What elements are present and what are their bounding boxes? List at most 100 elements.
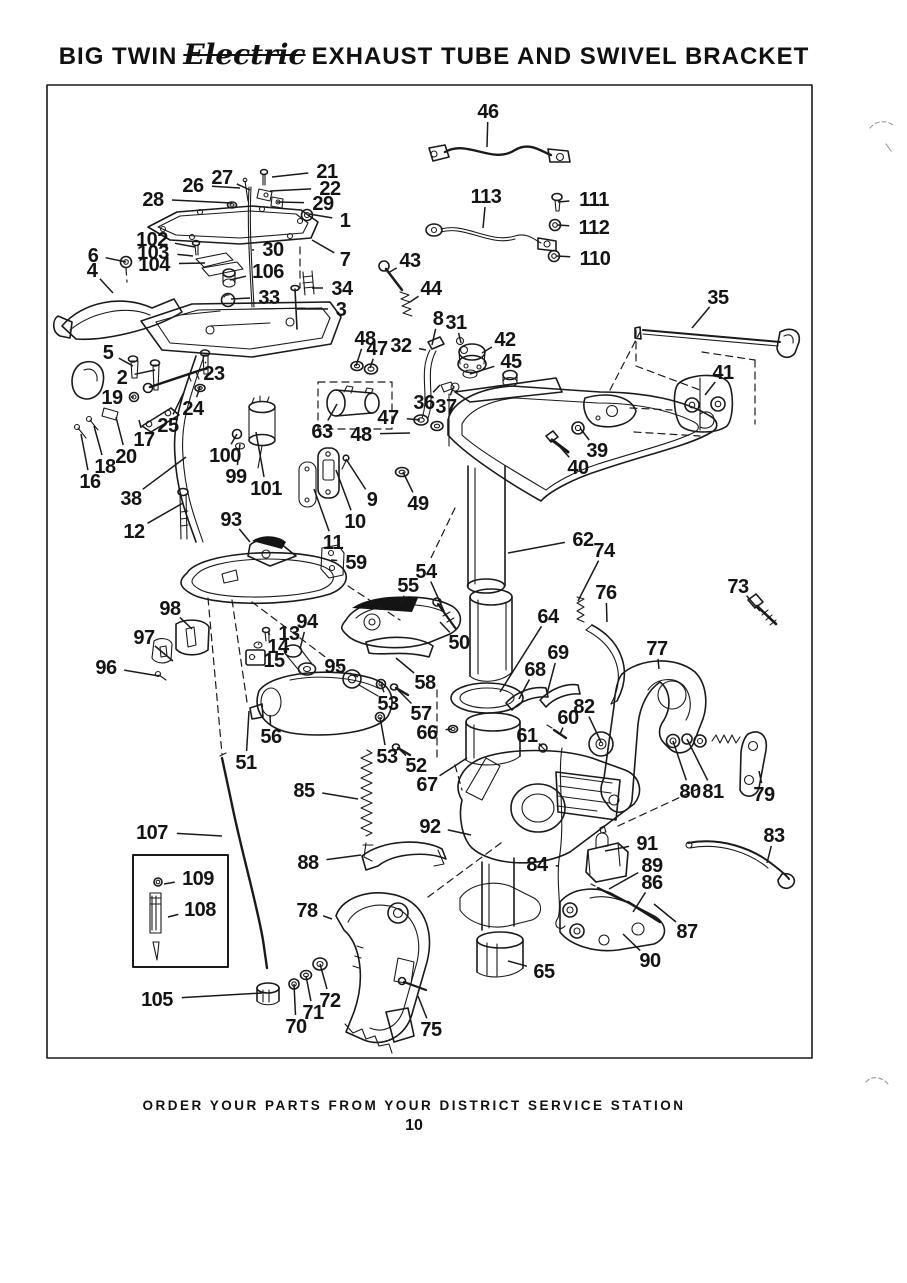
leader-line-42 [481,346,493,354]
callout-54: 54 [415,561,438,583]
leader-line-76 [605,602,608,623]
leader-line-36 [432,384,441,393]
leader-line-88 [326,854,362,861]
leader-line-69 [546,662,556,695]
callout-45: 45 [500,351,522,373]
clamp-bracket [288,892,431,1054]
callout-89: 89 [641,855,663,877]
callout-55: 55 [397,575,419,597]
leader-line-98 [179,616,193,630]
leader-line-53 [379,716,386,746]
leader-line-89 [608,871,639,890]
leader-line-55 [400,595,405,605]
callout-49: 49 [407,493,429,515]
leader-line-41 [704,381,716,396]
callout-87: 87 [676,921,698,943]
callout-68: 68 [524,659,546,681]
leader-line-66 [445,728,453,731]
callout-82: 82 [573,696,595,718]
leader-line-21 [271,172,309,178]
leader-line-70 [293,983,297,1016]
callout-85: 85 [293,780,315,802]
callout-104: 104 [138,254,171,276]
callout-43: 43 [399,250,421,272]
callout-106: 106 [252,261,284,283]
callout-10: 10 [344,511,366,533]
callout-48: 48 [350,424,372,446]
interlock-cable-switch [555,747,629,929]
callout-92: 92 [419,816,441,838]
callout-26: 26 [182,175,204,197]
leader-line-52 [398,748,407,757]
reverse-lock-lever [576,596,626,705]
leader-line-78 [322,915,333,920]
lock-linkage [559,840,796,952]
callout-22: 22 [319,178,341,200]
leader-line-108 [167,913,179,918]
leader-line-40 [559,446,570,458]
gasket [147,205,319,245]
callout-9: 9 [367,489,378,511]
exhaust-tube [447,588,524,766]
muffler-base [180,536,348,605]
callout-13: 13 [278,623,300,645]
inset-box [132,854,229,968]
callout-97: 97 [133,627,155,649]
callout-5: 5 [103,342,114,364]
callout-72: 72 [319,990,341,1012]
leader-line-96 [124,669,160,677]
leader-line-80 [672,740,688,781]
leader-line-35 [691,306,711,329]
leader-line-92 [447,829,472,836]
leader-line-83 [766,845,773,864]
callout-61: 61 [516,725,538,747]
callout-6: 6 [88,245,99,267]
callout-112: 112 [579,217,610,239]
leader-line-103 [177,253,194,257]
callout-60: 60 [557,707,579,729]
leader-line-101 [255,431,265,478]
leader-line-107 [176,832,223,837]
leader-line-64 [499,625,543,693]
leader-line-68 [518,679,531,700]
callout-81: 81 [702,781,724,803]
callout-100: 100 [209,445,241,467]
leader-line-9 [345,458,367,490]
leader-line-71 [305,975,312,1002]
callout-53: 53 [377,693,399,715]
leader-line-32 [418,347,427,351]
rubber-mount [629,329,756,437]
leader-line-33 [230,297,251,300]
callout-11: 11 [323,532,344,554]
callout-47: 47 [366,338,388,360]
callout-28: 28 [142,189,164,211]
leader-line-12 [147,502,184,524]
footer-order-text: ORDER YOUR PARTS FROM YOUR DISTRICT SERV… [142,1098,686,1113]
callout-111: 111 [579,189,609,211]
cable-fasteners [547,192,563,263]
callout-79: 79 [753,784,775,806]
leader-line-111 [557,200,570,203]
callout-73: 73 [727,576,749,598]
ground-cable [425,223,557,252]
leader-line-100 [230,433,238,445]
callout-15: 15 [263,650,285,672]
callout-65: 65 [533,961,555,983]
callout-77: 77 [646,638,668,660]
callout-16: 16 [79,471,101,493]
leader-line-112 [556,224,570,227]
leader-line-75 [417,995,428,1019]
leader-line-4 [99,278,114,294]
callout-34: 34 [331,278,354,300]
parts-line-art [52,121,895,1085]
leader-line-48 [355,348,363,367]
callout-96: 96 [95,657,117,679]
leader-line-43 [387,267,398,274]
callout-39: 39 [586,440,608,462]
callout-80: 80 [679,781,701,803]
page-number: 10 [405,1117,423,1134]
shift-linkage [71,361,206,439]
callout-29: 29 [312,193,334,215]
leader-line-25 [172,391,185,415]
